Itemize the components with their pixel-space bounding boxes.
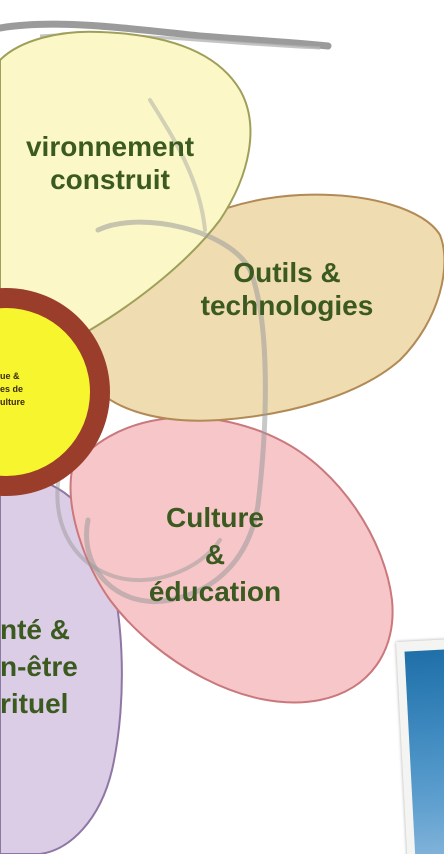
center-label-line-1: ue &	[0, 371, 20, 381]
label-environnement: vironnement construit	[0, 130, 226, 196]
petal-sante	[0, 476, 123, 854]
center-label-line-2: es de	[0, 384, 24, 395]
label-outils: Outils & technologies	[182, 256, 392, 322]
label-outils-line-2: technologies	[200, 290, 374, 322]
petal-culture	[69, 416, 394, 704]
label-environnement-line-1: vironnement	[25, 131, 195, 162]
scribble-loop-2	[55, 468, 222, 583]
label-culture-line-2: &	[204, 538, 226, 570]
label-culture-line-3: éducation	[148, 575, 282, 607]
label-culture-line-1: Culture	[166, 502, 264, 533]
label-sante: nté & n-être rituel	[0, 612, 110, 723]
scribble-loop-3	[148, 98, 207, 232]
center-disc	[0, 308, 90, 476]
label-sante-line-1: nté &	[0, 614, 70, 645]
label-sante-line-2: n-être	[0, 650, 78, 682]
label-environnement-line-2: construit	[50, 164, 170, 196]
center-label: ue & es de ulture	[0, 370, 72, 409]
center-label-line-3: ulture	[0, 397, 26, 408]
scribble-loop	[84, 219, 268, 604]
label-sante-line-3: rituel	[0, 687, 69, 719]
photo-image	[404, 648, 444, 854]
top-scribble-line	[0, 20, 332, 50]
label-outils-line-1: Outils &	[233, 257, 341, 288]
label-culture: Culture & éducation	[130, 500, 300, 611]
